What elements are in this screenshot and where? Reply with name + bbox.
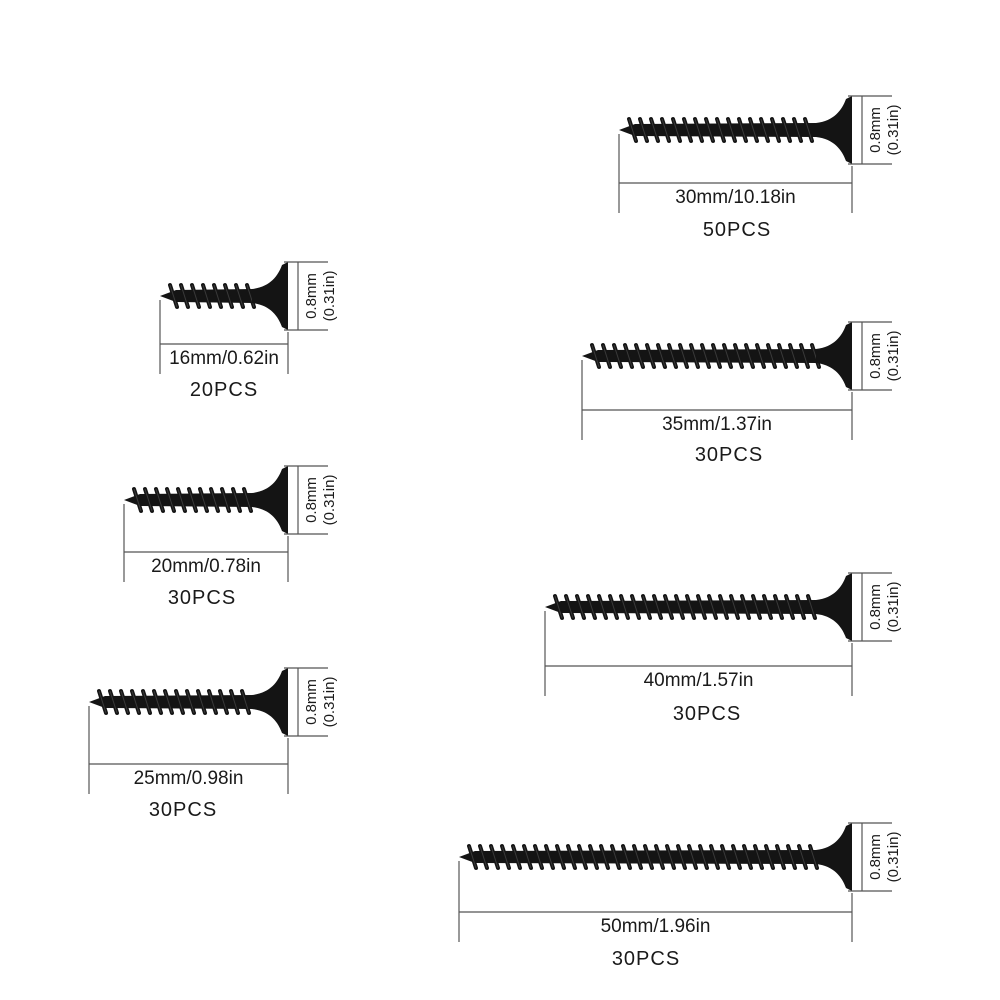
screw-head: [252, 262, 288, 330]
screw-thread-highlight: [628, 118, 813, 142]
quantity-label: 30PCS: [695, 444, 763, 466]
head-diameter-mm: 0.8mm: [867, 834, 884, 880]
screw-thread-highlight: [169, 284, 255, 308]
screw-thread-highlight: [133, 488, 252, 512]
head-diameter-mm: 0.8mm: [303, 477, 320, 523]
screw-7: 0.8mm(0.31in) 50mm/1.96in 30PCS: [458, 822, 902, 970]
length-label: 20mm/0.78in: [151, 556, 261, 577]
length-label: 35mm/1.37in: [662, 414, 772, 435]
screw-head: [816, 96, 852, 164]
screw-1: 0.8mm(0.31in) 16mm/0.62in 20PCS: [159, 261, 338, 401]
head-diameter-in: (0.31in): [321, 677, 338, 728]
head-diameter-mm: 0.8mm: [303, 273, 320, 319]
head-diameter-in: (0.31in): [321, 271, 338, 322]
screw-head: [816, 322, 852, 390]
screw-thread-highlight: [98, 690, 250, 714]
length-label: 16mm/0.62in: [169, 348, 279, 369]
head-diameter-in: (0.31in): [885, 105, 902, 156]
quantity-label: 30PCS: [149, 799, 217, 821]
head-diameter-in: (0.31in): [885, 582, 902, 633]
head-diameter-in: (0.31in): [885, 832, 902, 883]
screw-6: 0.8mm(0.31in) 40mm/1.57in 30PCS: [544, 572, 902, 725]
head-diameter-in: (0.31in): [321, 475, 338, 526]
length-label: 40mm/1.57in: [644, 670, 754, 691]
screw-4: 0.8mm(0.31in) 30mm/10.18in 50PCS: [618, 95, 902, 241]
head-diameter-mm: 0.8mm: [867, 584, 884, 630]
screw-thread-highlight: [554, 595, 816, 619]
head-diameter-mm: 0.8mm: [303, 679, 320, 725]
head-diameter-mm: 0.8mm: [867, 333, 884, 379]
quantity-label: 30PCS: [673, 703, 741, 725]
screw-head: [252, 466, 288, 534]
length-label: 50mm/1.96in: [601, 916, 711, 937]
screw-head: [252, 668, 288, 736]
screw-head: [816, 823, 852, 891]
length-label: 25mm/0.98in: [134, 768, 244, 789]
quantity-label: 20PCS: [190, 379, 258, 401]
screw-3: 0.8mm(0.31in) 25mm/0.98in 30PCS: [88, 667, 338, 821]
screw-5: 0.8mm(0.31in) 35mm/1.37in 30PCS: [581, 321, 902, 466]
screw-thread-highlight: [591, 344, 820, 368]
length-label: 30mm/10.18in: [675, 187, 795, 208]
quantity-label: 30PCS: [168, 587, 236, 609]
head-diameter-mm: 0.8mm: [867, 107, 884, 153]
screw-head: [816, 573, 852, 641]
quantity-label: 30PCS: [612, 948, 680, 970]
head-diameter-in: (0.31in): [885, 331, 902, 382]
screw-2: 0.8mm(0.31in) 20mm/0.78in 30PCS: [123, 465, 338, 609]
quantity-label: 50PCS: [703, 219, 771, 241]
screw-thread-highlight: [468, 845, 818, 869]
